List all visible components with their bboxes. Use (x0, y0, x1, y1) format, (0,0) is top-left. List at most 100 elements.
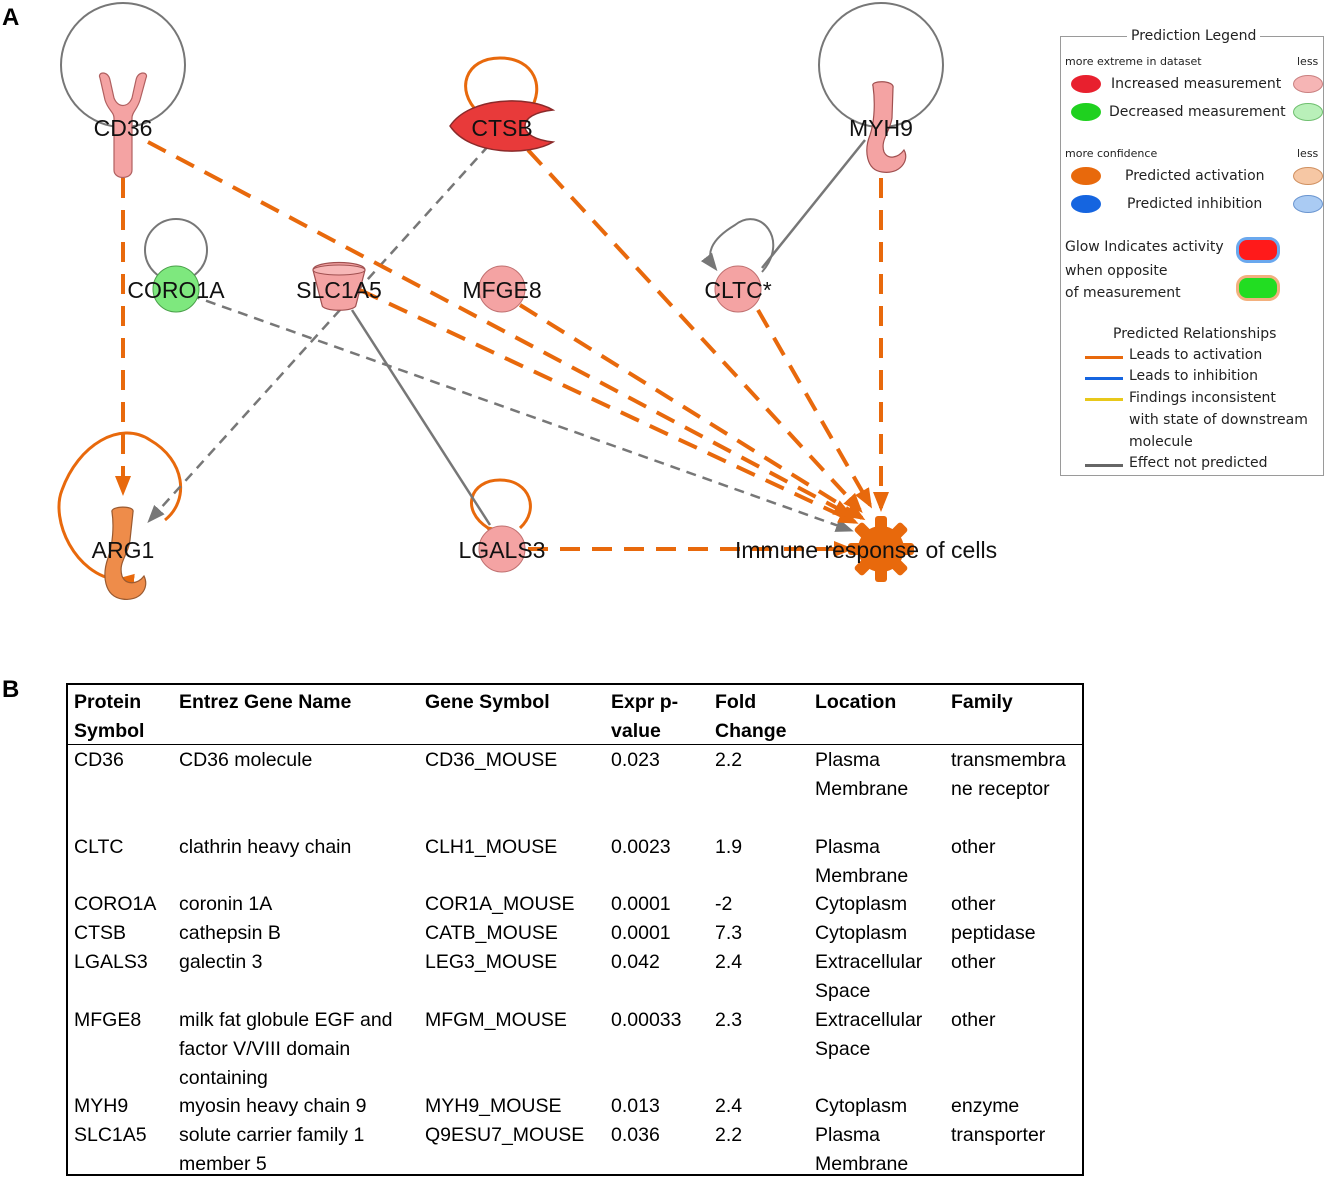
cell-family: transporter (951, 1121, 1045, 1150)
cell-fold-change-line: 2.2 (715, 1124, 743, 1146)
cell-protein-line: CLTC (74, 836, 124, 858)
cell-location-line: Space (815, 980, 871, 1002)
edge-mfge8-immune (518, 303, 866, 521)
panel-a-label: A (2, 4, 20, 31)
cell-location-line: Space (815, 1038, 871, 1060)
inhibition-weak-swatch (1293, 195, 1323, 213)
cell-location-line: Plasma (815, 836, 881, 858)
line-activation-swatch (1085, 356, 1123, 359)
cell-entrez: galectin 3 (179, 948, 262, 977)
edge-slc1a5-lgals3 (350, 309, 492, 526)
activation-strong-swatch (1071, 167, 1101, 185)
cell-protein: LGALS3 (74, 948, 148, 977)
cell-family: other (951, 1006, 995, 1035)
cd36-node-icon[interactable] (98, 72, 148, 179)
cell-location-line: Cytoplasm (815, 893, 908, 915)
edge-ctsb-arg1 (147, 132, 501, 523)
cell-gene-symbol-line: CATB_MOUSE (425, 922, 558, 944)
cell-protein: SLC1A5 (74, 1121, 147, 1150)
inhibition-strong-swatch (1071, 195, 1101, 213)
cell-location-line: Cytoplasm (815, 922, 908, 944)
cell-gene-symbol: CATB_MOUSE (425, 919, 558, 948)
cell-fold-change: -2 (715, 890, 732, 919)
cell-protein-line: SLC1A5 (74, 1124, 147, 1146)
cell-expr-pvalue: 0.0001 (611, 890, 671, 919)
node-label-ctsb: CTSB (471, 115, 532, 141)
lgals3-node-icon[interactable] (478, 525, 526, 573)
cell-protein: CORO1A (74, 890, 156, 919)
cell-expr-pvalue: 0.0001 (611, 919, 671, 948)
cell-location-line: Membrane (815, 1153, 909, 1175)
cltc-self-loop (700, 218, 775, 273)
cell-location-line: Membrane (815, 865, 909, 887)
cell-expr-pvalue-line: 0.0001 (611, 922, 671, 944)
cell-expr-pvalue: 0.013 (611, 1092, 660, 1121)
line-inhibition-swatch (1085, 377, 1123, 380)
node-label-cltc: CLTC* (704, 277, 771, 303)
cell-entrez-line: factor V/VIII domain (179, 1038, 351, 1060)
cell-expr-pvalue-line: 0.00033 (611, 1009, 682, 1031)
cell-gene-symbol: COR1A_MOUSE (425, 890, 575, 919)
cell-entrez: CD36 molecule (179, 746, 312, 775)
cell-entrez: cathepsin B (179, 919, 281, 948)
cell-protein-line: CORO1A (74, 893, 157, 915)
cell-gene-symbol-line: LEG3_MOUSE (425, 951, 558, 973)
decreased-strong-swatch (1071, 103, 1101, 121)
legend-inconsistent-3: molecule (1129, 434, 1193, 450)
myh9-node-icon[interactable] (866, 81, 907, 173)
arg1-node-icon[interactable] (104, 506, 147, 600)
prediction-legend: Prediction Legend more extreme in datase… (1060, 28, 1324, 476)
cell-entrez-line: CD36 molecule (179, 749, 313, 771)
cell-entrez-line: myosin heavy chain 9 (179, 1095, 367, 1117)
cell-location-line: Plasma (815, 1124, 881, 1146)
cell-gene-symbol: MYH9_MOUSE (425, 1092, 562, 1121)
legend-glow-1: Glow Indicates activity (1065, 239, 1224, 255)
coro1a-node-icon[interactable] (152, 265, 200, 313)
legend-title: Prediction Legend (1127, 28, 1261, 44)
cell-fold-change-line: 2.3 (715, 1009, 743, 1031)
cell-expr-pvalue: 0.042 (611, 948, 660, 977)
cell-fold-change-line: -2 (715, 893, 733, 915)
line-inconsistent-swatch (1085, 398, 1123, 401)
increased-weak-swatch (1293, 75, 1323, 93)
node-label-arg1: ARG1 (92, 537, 155, 563)
header-family: Family (951, 691, 1013, 713)
node-label-myh9: MYH9 (849, 115, 913, 141)
header-expr-pvalue: Expr p-value (611, 691, 679, 742)
legend-glow-3: of measurement (1065, 285, 1181, 301)
cell-fold-change-line: 2.2 (715, 749, 743, 771)
increased-strong-swatch (1071, 75, 1101, 93)
cell-family: other (951, 890, 995, 919)
immune-response-node-icon[interactable] (848, 516, 914, 582)
legend-leads-activation: Leads to activation (1129, 347, 1263, 363)
lgals3-self-loop (469, 478, 532, 544)
cell-fold-change: 2.2 (715, 1121, 742, 1150)
edge-ctsb-immune (526, 148, 863, 513)
cltc-node-icon[interactable] (714, 265, 762, 313)
glow-green-swatch (1239, 278, 1277, 298)
legend-pred-activation: Predicted activation (1125, 168, 1265, 184)
cell-location-line: Plasma (815, 749, 881, 771)
cell-protein-line: CTSB (74, 922, 127, 944)
cell-fold-change-line: 2.4 (715, 951, 743, 973)
cell-fold-change: 1.9 (715, 833, 742, 862)
cell-protein: CTSB (74, 919, 126, 948)
cell-protein-line: MYH9 (74, 1095, 129, 1117)
cell-gene-symbol: MFGM_MOUSE (425, 1006, 567, 1035)
cell-gene-symbol-line: MYH9_MOUSE (425, 1095, 562, 1117)
cell-gene-symbol-line: CLH1_MOUSE (425, 836, 558, 858)
cell-gene-symbol: CD36_MOUSE (425, 746, 557, 775)
cell-expr-pvalue-line: 0.036 (611, 1124, 660, 1146)
legend-inconsistent-1: Findings inconsistent (1129, 390, 1276, 406)
slc1a5-top-icon (312, 264, 366, 276)
cell-entrez-line: galectin 3 (179, 951, 263, 973)
edge-cd36-immune (147, 140, 854, 517)
mfge8-node-icon[interactable] (478, 265, 526, 313)
legend-decreased: Decreased measurement (1109, 104, 1286, 120)
cell-expr-pvalue: 0.036 (611, 1121, 660, 1150)
cell-gene-symbol-line: Q9ESU7_MOUSE (425, 1124, 585, 1146)
decreased-weak-swatch (1293, 103, 1323, 121)
ctsb-node-icon[interactable] (449, 100, 556, 152)
